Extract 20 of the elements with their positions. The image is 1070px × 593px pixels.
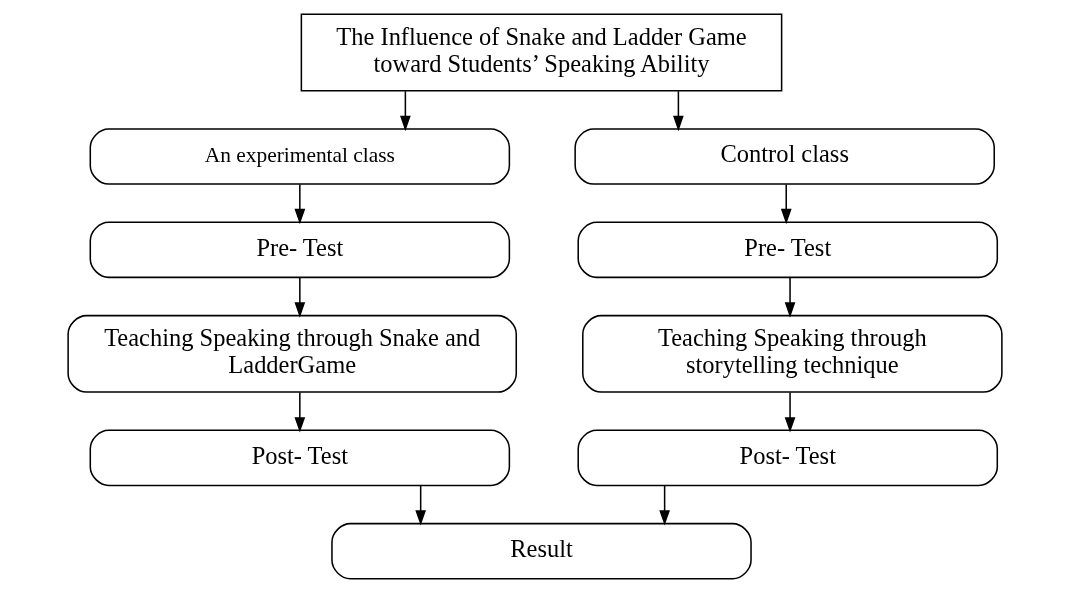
node-box: Pre- Test [89, 221, 511, 279]
arrow [784, 391, 796, 433]
arrow [294, 391, 306, 433]
node-box: An experimental class [89, 128, 511, 185]
node-box: Pre- Test [577, 221, 999, 279]
arrow [400, 90, 411, 132]
arrow [673, 90, 684, 132]
arrow [294, 276, 306, 318]
node-box: The Influence of Snake and Ladder Game toward Students’ Speaking Ability [300, 13, 783, 92]
node-box: Teaching Speaking through storytelling technique [582, 314, 1003, 393]
node-box: Result [331, 522, 752, 580]
node-box: Post- Test [89, 429, 511, 487]
arrow [780, 183, 792, 225]
node-box: Teaching Speaking through Snake and LadderGame [67, 314, 518, 393]
node-box: Post- Test [577, 429, 999, 487]
arrow [659, 485, 670, 526]
arrow [784, 276, 796, 318]
arrow [294, 183, 306, 225]
arrow [415, 485, 427, 526]
node-box: Control class [574, 128, 995, 185]
